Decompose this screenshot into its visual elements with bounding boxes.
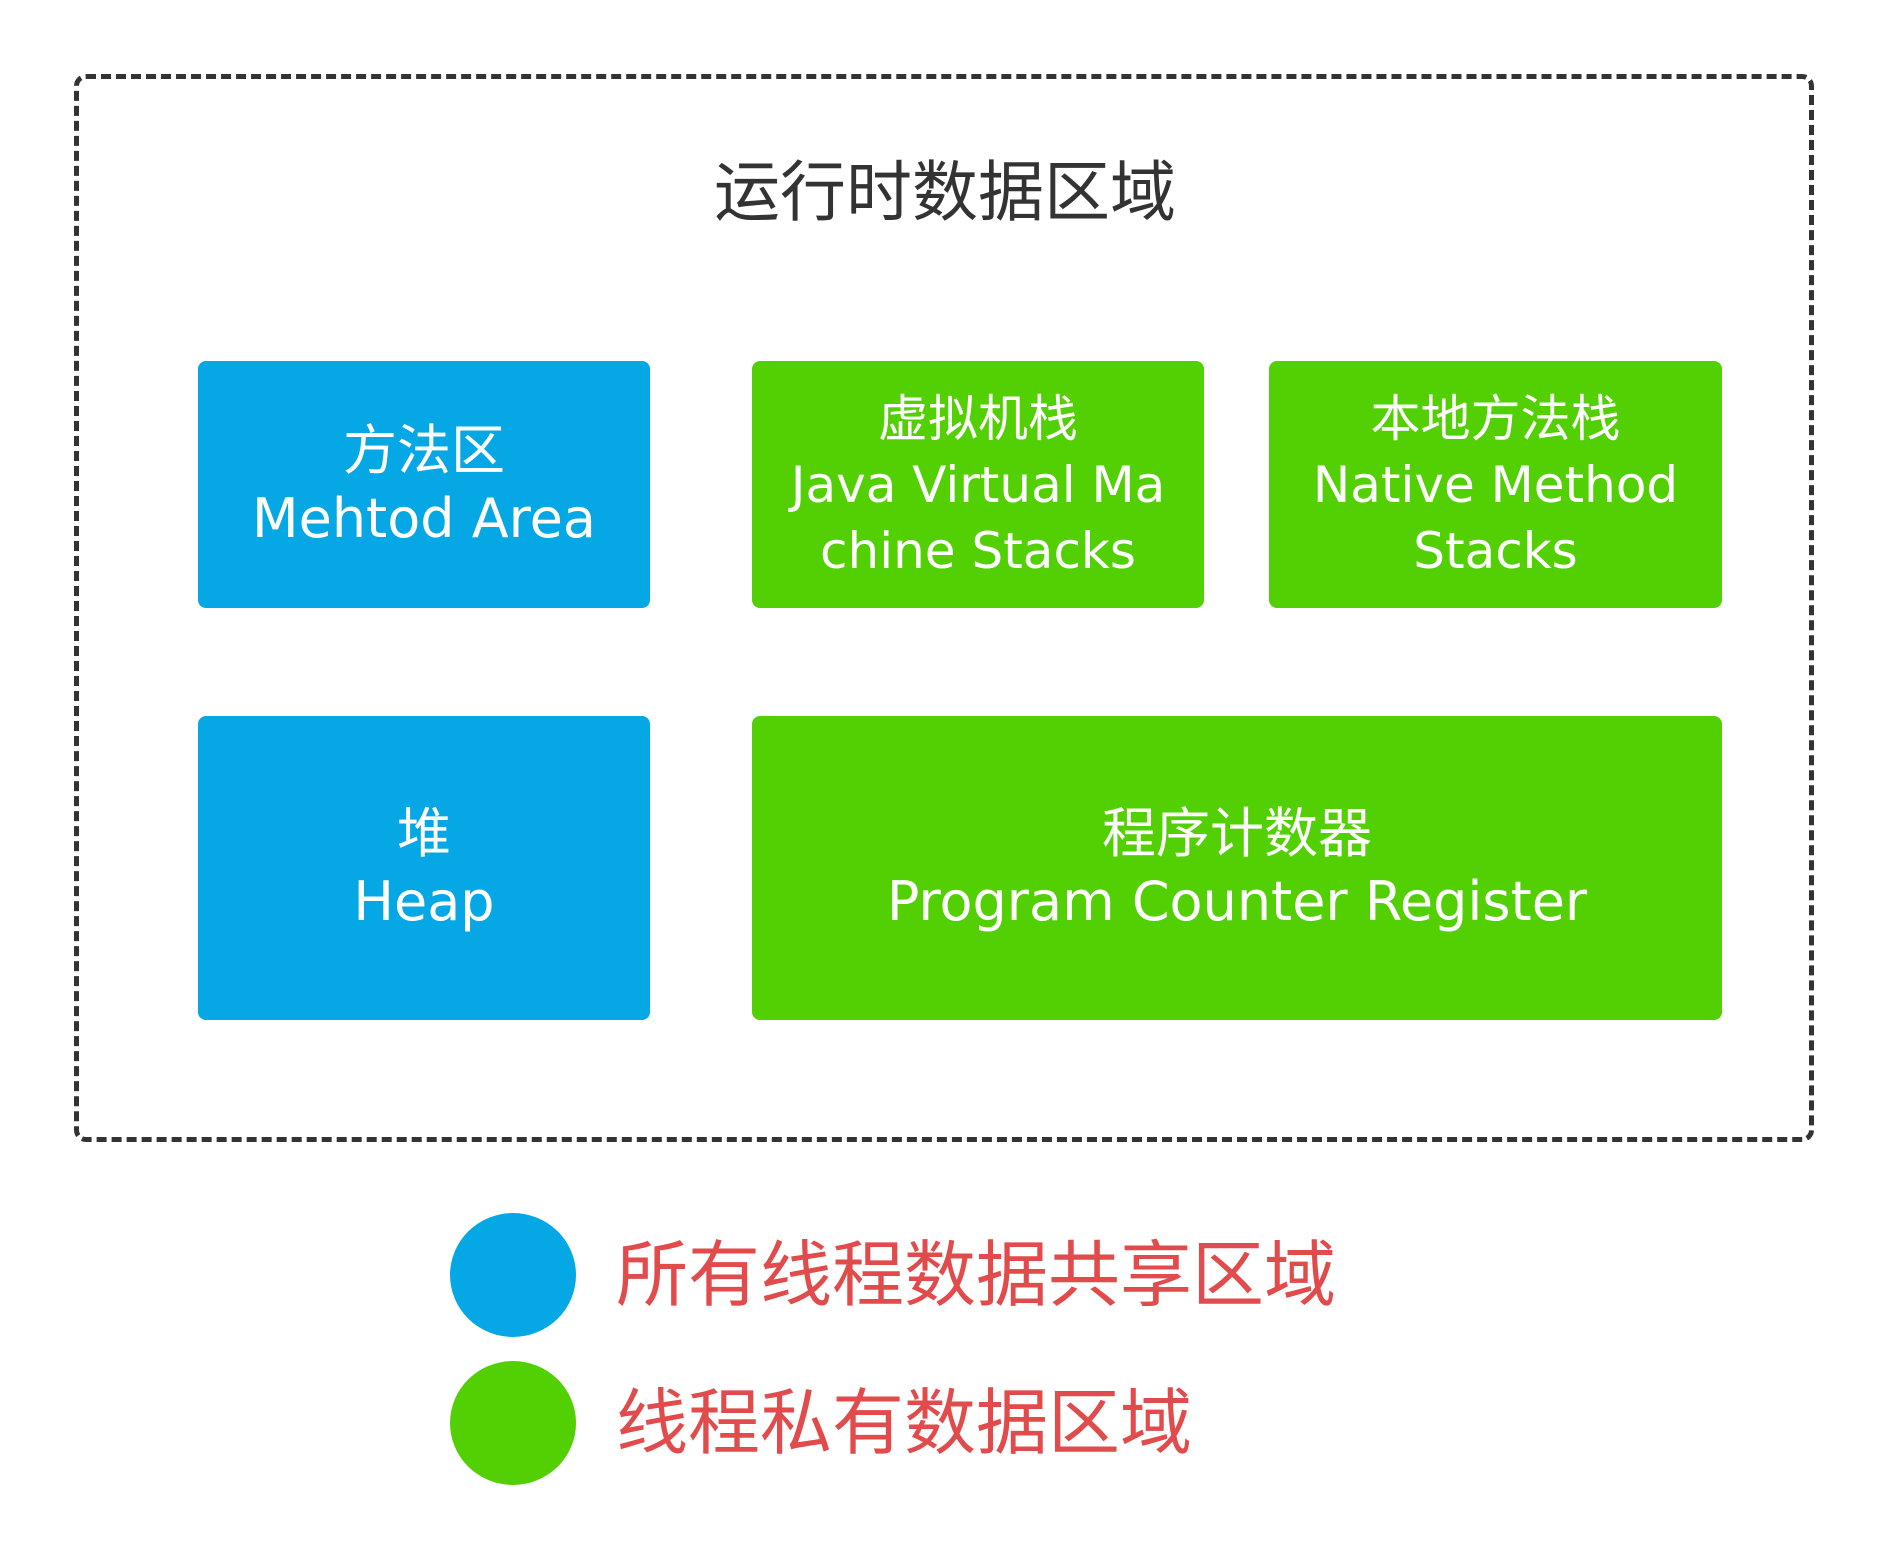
pc-register-en-label: Program Counter Register [886,870,1588,933]
pc-register-box: 程序计数器 Program Counter Register [752,716,1722,1020]
jvm-stacks-zh-label: 虚拟机栈 [878,389,1078,448]
legend-shared-label: 所有线程数据共享区域 [616,1233,1337,1317]
legend-private-swatch [450,1361,576,1485]
legend-item-private: 线程私有数据区域 [450,1361,1192,1485]
jvm-stacks-box: 虚拟机栈 Java Virtual Ma chine Stacks [752,361,1204,608]
method-area-zh-label: 方法区 [343,418,505,482]
legend-shared-swatch [450,1213,576,1337]
method-area-box: 方法区 Mehtod Area [198,361,650,608]
native-stacks-en-label-line1: Native Method [1312,455,1679,514]
heap-box: 堆 Heap [198,716,650,1020]
method-area-en-label: Mehtod Area [252,486,596,550]
native-stacks-en-label-line2: Stacks [1413,521,1578,580]
legend-item-shared: 所有线程数据共享区域 [450,1213,1336,1337]
pc-register-zh-label: 程序计数器 [1102,802,1372,865]
legend-private-label: 线程私有数据区域 [616,1381,1193,1465]
jvm-stacks-en-label-line2: chine Stacks [820,521,1136,580]
heap-en-label: Heap [353,870,495,933]
native-method-stacks-box: 本地方法栈 Native Method Stacks [1269,361,1722,608]
native-stacks-zh-label: 本地方法栈 [1370,389,1621,448]
heap-zh-label: 堆 [397,802,451,865]
jvm-stacks-en-label-line1: Java Virtual Ma [790,455,1166,514]
runtime-data-area-frame [74,74,1814,1142]
diagram-title: 运行时数据区域 [714,154,1176,231]
